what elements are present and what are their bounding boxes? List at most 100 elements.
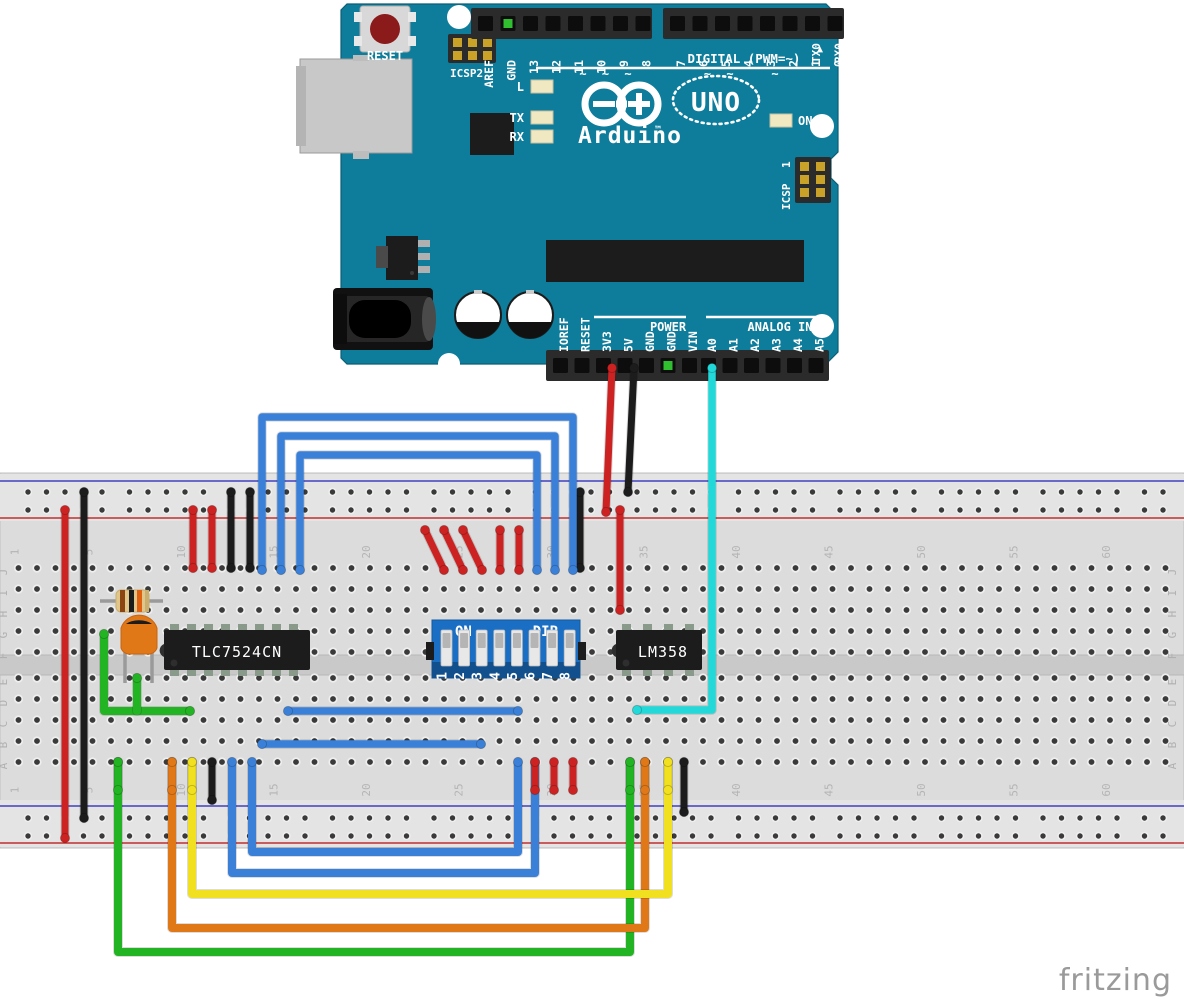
svg-text:A: A <box>0 762 10 769</box>
wire <box>228 758 539 877</box>
usb-connector <box>296 55 413 159</box>
digital-header-label: DIGITAL (PWM=~) <box>688 51 801 66</box>
resistor-band-2 <box>129 590 134 612</box>
uno-badge-label: UNO <box>691 88 741 118</box>
arduino-logo-icon <box>581 81 662 127</box>
svg-text:7: 7 <box>674 60 688 67</box>
wires-layer-upper[interactable] <box>59 362 718 844</box>
svg-text:50: 50 <box>915 783 928 796</box>
mounting-hole-tl <box>447 5 471 29</box>
svg-text:A1: A1 <box>727 338 741 352</box>
svg-text:F: F <box>0 653 10 660</box>
wire <box>258 413 577 574</box>
wires-layer-lower[interactable] <box>112 756 674 957</box>
svg-text:~: ~ <box>624 67 631 81</box>
svg-text:G: G <box>1166 632 1179 639</box>
svg-text:G: G <box>0 632 10 639</box>
fritzing-watermark: fritzing <box>1059 963 1171 998</box>
svg-text:15: 15 <box>268 783 281 796</box>
opamp-ic-label: LM358 <box>638 643 688 661</box>
svg-text:~: ~ <box>704 67 711 81</box>
opamp-ic[interactable]: LM358 <box>611 624 702 676</box>
svg-text:A5: A5 <box>813 338 827 352</box>
svg-text:E: E <box>0 679 10 686</box>
svg-text:B: B <box>0 741 10 748</box>
svg-text:55: 55 <box>1008 783 1021 796</box>
arduino-wordmark: Arduino <box>578 123 682 149</box>
power-barrel-jack <box>333 288 436 350</box>
uno-badge-ring <box>671 74 761 126</box>
svg-text:3: 3 <box>471 672 486 680</box>
svg-text:▼: ▼ <box>839 44 845 55</box>
svg-text:A: A <box>1166 762 1179 769</box>
svg-text:1: 1 <box>436 672 451 680</box>
reset-button[interactable] <box>354 5 416 53</box>
svg-text:5: 5 <box>506 672 521 680</box>
svg-text:55: 55 <box>1008 545 1021 558</box>
svg-text:8: 8 <box>640 60 654 67</box>
svg-text:~: ~ <box>579 67 586 81</box>
svg-text:A2: A2 <box>748 338 762 352</box>
wire <box>100 630 194 715</box>
svg-text:H: H <box>1166 611 1179 618</box>
resistor[interactable] <box>100 589 163 613</box>
svg-text:4: 4 <box>488 672 503 680</box>
power-header-label: POWER <box>650 320 687 334</box>
svg-text:~: ~ <box>726 67 733 81</box>
svg-text:GND: GND <box>665 331 679 352</box>
svg-text:2: 2 <box>453 672 468 680</box>
svg-text:D: D <box>1166 700 1179 707</box>
analog-header[interactable] <box>694 350 829 381</box>
svg-text:45: 45 <box>823 783 836 796</box>
voltage-regulator <box>376 236 430 280</box>
svg-text:2: 2 <box>787 60 801 67</box>
arduino-uno-board[interactable]: RESET ICSP2 1 ICSP <box>296 3 846 381</box>
wire <box>421 526 448 574</box>
wire <box>440 526 467 574</box>
digital-header-left[interactable] <box>471 8 652 39</box>
led-on-label: ON <box>798 114 812 128</box>
icsp2-header[interactable] <box>448 34 496 63</box>
svg-text:GND: GND <box>505 60 519 81</box>
electrolytic-capacitors <box>454 290 554 339</box>
svg-text:I: I <box>0 590 10 597</box>
digital-header-right[interactable] <box>663 8 844 39</box>
wire <box>459 526 486 574</box>
svg-text:25: 25 <box>453 783 466 796</box>
svg-text:D: D <box>0 700 10 707</box>
breadboard[interactable]: JIHGFEDCBAJIHGFEDCBA11551010151520202525… <box>0 472 1184 849</box>
dac-ic[interactable]: TLC7524CN <box>159 624 310 676</box>
breadboard-outline <box>0 472 1184 849</box>
icsp-header[interactable] <box>795 157 831 203</box>
resistor-band-3 <box>137 590 142 612</box>
svg-text:~: ~ <box>771 67 778 81</box>
svg-text:~: ~ <box>602 67 609 81</box>
svg-text:A4: A4 <box>791 338 805 352</box>
dip-switch-actuators[interactable] <box>440 629 576 667</box>
dac-ic-label: TLC7524CN <box>192 643 282 661</box>
svg-text:TX0: TX0 <box>810 43 823 63</box>
mounting-hole-tr <box>810 114 834 138</box>
svg-text:GND: GND <box>643 331 657 352</box>
header-sockets[interactable] <box>478 16 843 373</box>
svg-text:13: 13 <box>527 60 541 74</box>
icsp-pin1-label: 1 <box>780 161 793 168</box>
led-l-label: L <box>517 80 524 94</box>
svg-text:A0: A0 <box>705 338 719 352</box>
svg-text:E: E <box>1166 679 1179 686</box>
wire <box>296 451 541 574</box>
ceramic-capacitor[interactable] <box>120 614 158 683</box>
wire <box>624 364 638 496</box>
svg-text:50: 50 <box>915 545 928 558</box>
svg-text:C: C <box>1166 721 1179 728</box>
svg-text:20: 20 <box>360 783 373 796</box>
svg-text:B: B <box>1166 741 1179 748</box>
svg-text:0: 0 <box>832 60 846 67</box>
svg-text:1: 1 <box>809 60 823 67</box>
svg-text:1: 1 <box>9 787 22 794</box>
svg-text:12: 12 <box>550 60 564 74</box>
svg-text:5V: 5V <box>622 338 636 352</box>
